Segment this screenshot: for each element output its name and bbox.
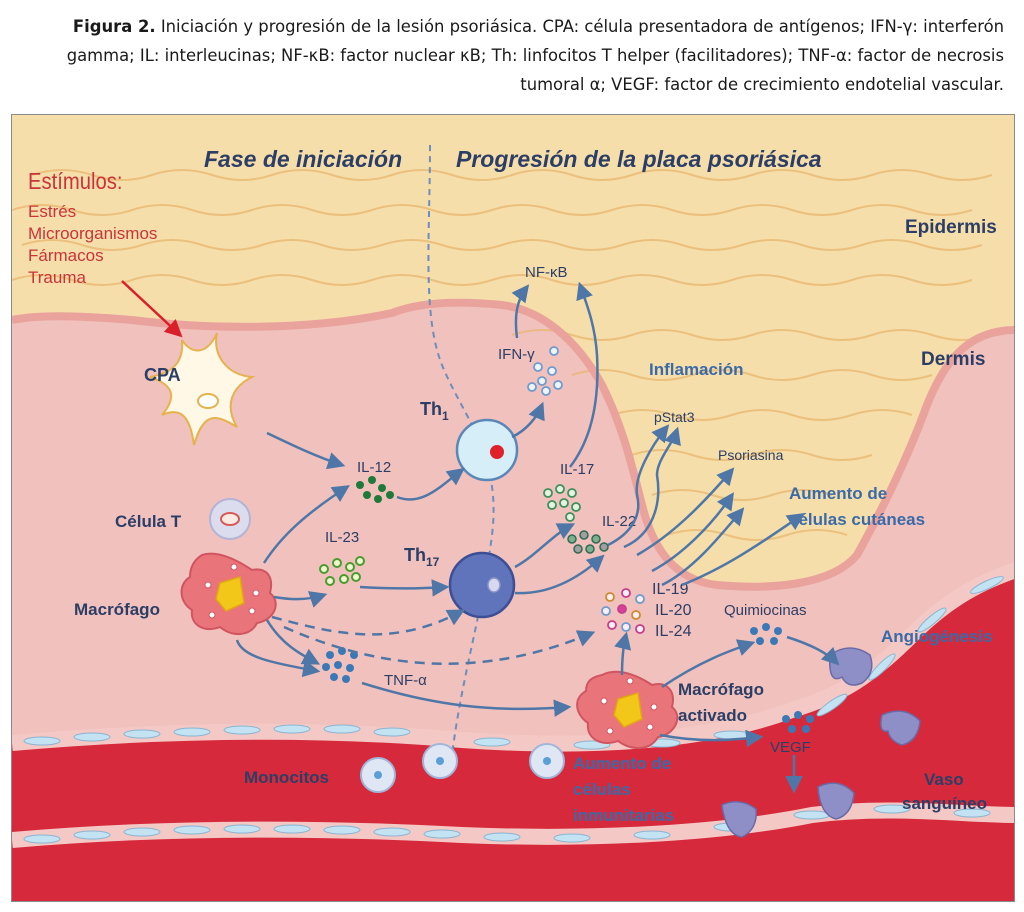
monocitos-label: Monocitos [244, 768, 329, 787]
psoriasis-diagram: Fase de iniciación Progresión de la plac… [11, 114, 1015, 902]
phase-progression-title: Progresión de la placa psoriásica [456, 146, 822, 172]
caption-text: Iniciación y progresión de la lesión pso… [66, 17, 1004, 94]
vaso-label-1: Vaso [924, 770, 964, 789]
stimulus-estres: Estrés [28, 202, 76, 221]
activated-macrophage-label-2: activado [678, 706, 747, 725]
epidermis-layer [12, 115, 1014, 587]
angiogenesis-cells [721, 647, 921, 838]
macrophage-nucleus [215, 576, 245, 612]
quimiocinas-dots [750, 623, 782, 645]
phase-divider [427, 144, 495, 756]
cpa-cell [149, 332, 256, 446]
tnf-dots [322, 647, 358, 683]
il17-label: IL-17 [560, 461, 594, 478]
vegf-dots [782, 711, 814, 733]
monocytes [360, 743, 565, 793]
phase-initiation-title: Fase de iniciación [204, 146, 402, 172]
psoriasina-label: Psoriasina [718, 447, 784, 463]
angiogenesis-label: Angiogénesis [881, 627, 992, 646]
aumento-cutaneas-label-1: Aumento de [789, 484, 887, 503]
keratinocyte-texture [12, 169, 993, 541]
th17-nucleus [487, 577, 501, 593]
quimiocinas-label: Quimiocinas [724, 602, 807, 619]
il12-dots [356, 476, 394, 503]
pstat3-label: pStat3 [654, 409, 695, 425]
th1-nucleus [490, 445, 504, 459]
stimuli-arrow [121, 280, 183, 338]
caption-label: Figura 2. [72, 17, 156, 36]
diagram-canvas: Fase de iniciación Progresión de la plac… [12, 115, 1014, 901]
aumento-inmunitarias-label-3: inmunitarias [573, 806, 674, 825]
macrophage-label: Macrófago [74, 600, 160, 619]
th1-cell [455, 418, 519, 482]
il23-dots [319, 556, 365, 586]
il22-label: IL-22 [602, 513, 636, 530]
pathway-arrows [235, 281, 840, 794]
cpa-label: CPA [144, 365, 181, 385]
stimulus-farmacos: Fármacos [28, 246, 104, 265]
activated-macrophage-label-1: Macrófago [678, 680, 764, 699]
stimulus-microorganismos: Microorganismos [28, 224, 157, 243]
ifn-dots [527, 346, 563, 396]
il23-label: IL-23 [325, 529, 359, 546]
cpa-nucleus [197, 393, 219, 409]
stimulus-trauma: Trauma [28, 268, 86, 287]
activated-macrophage-nucleus [613, 692, 643, 728]
th17-cell [448, 551, 516, 619]
vegf-label: VEGF [770, 739, 811, 756]
il20-label: IL-20 [655, 602, 692, 619]
il19-20-24-dots [601, 588, 645, 634]
figure-caption: Figura 2. Iniciación y progresión de la … [20, 12, 1004, 99]
aumento-inmunitarias-label-1: Aumento de [573, 754, 671, 773]
inflamacion-label: Inflamación [649, 360, 743, 379]
aumento-inmunitarias-label-2: células [573, 780, 631, 799]
tnf-label: TNF-α [384, 672, 427, 689]
t-cell-nucleus [220, 512, 240, 526]
th17-label: Th17 [404, 545, 440, 569]
nfkb-label: NF-κB [525, 264, 568, 281]
dashed-pathway-arrows [271, 609, 596, 666]
endothelial-cells [23, 576, 1004, 844]
il19-label: IL-19 [652, 581, 689, 598]
il17-dots [543, 484, 581, 522]
vaso-label-2: sanguíneo [902, 794, 987, 813]
th1-label: Th1 [420, 399, 449, 423]
macrophage-vesicles [204, 563, 260, 619]
activated-macrophage-vesicles [600, 677, 658, 735]
stimuli-title: Estímulos: [28, 168, 122, 195]
ifn-label: IFN-γ [498, 346, 535, 363]
dermis-label: Dermis [921, 349, 985, 370]
t-cell-label: Célula T [115, 512, 182, 531]
epidermis-label: Epidermis [905, 217, 997, 238]
il12-label: IL-12 [357, 459, 391, 476]
aumento-cutaneas-label-2: células cutáneas [789, 510, 925, 529]
il24-label: IL-24 [655, 623, 692, 640]
basal-membrane [12, 298, 1014, 591]
